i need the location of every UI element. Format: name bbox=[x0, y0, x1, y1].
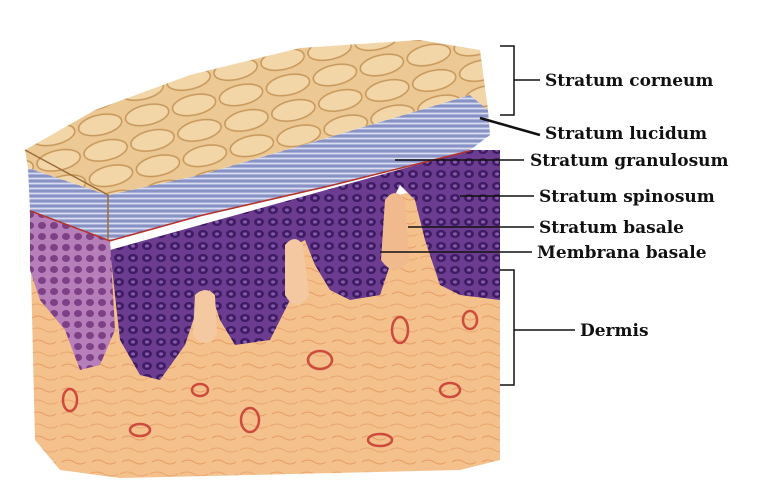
dermal-papilla bbox=[193, 290, 217, 343]
label-dermis: Dermis bbox=[580, 321, 649, 341]
label-stratum-spinosum: Stratum spinosum bbox=[539, 187, 715, 207]
label-stratum-lucidum: Stratum lucidum bbox=[545, 124, 707, 144]
corneum-bracket bbox=[500, 46, 514, 115]
label-stratum-granulosum: Stratum granulosum bbox=[530, 151, 729, 171]
label-membrana-basale: Membrana basale bbox=[537, 243, 707, 263]
label-stratum-corneum: Stratum corneum bbox=[545, 71, 713, 91]
dermis-bracket bbox=[500, 270, 514, 385]
label-stratum-basale: Stratum basale bbox=[539, 218, 684, 238]
dermal-papilla bbox=[381, 193, 409, 270]
